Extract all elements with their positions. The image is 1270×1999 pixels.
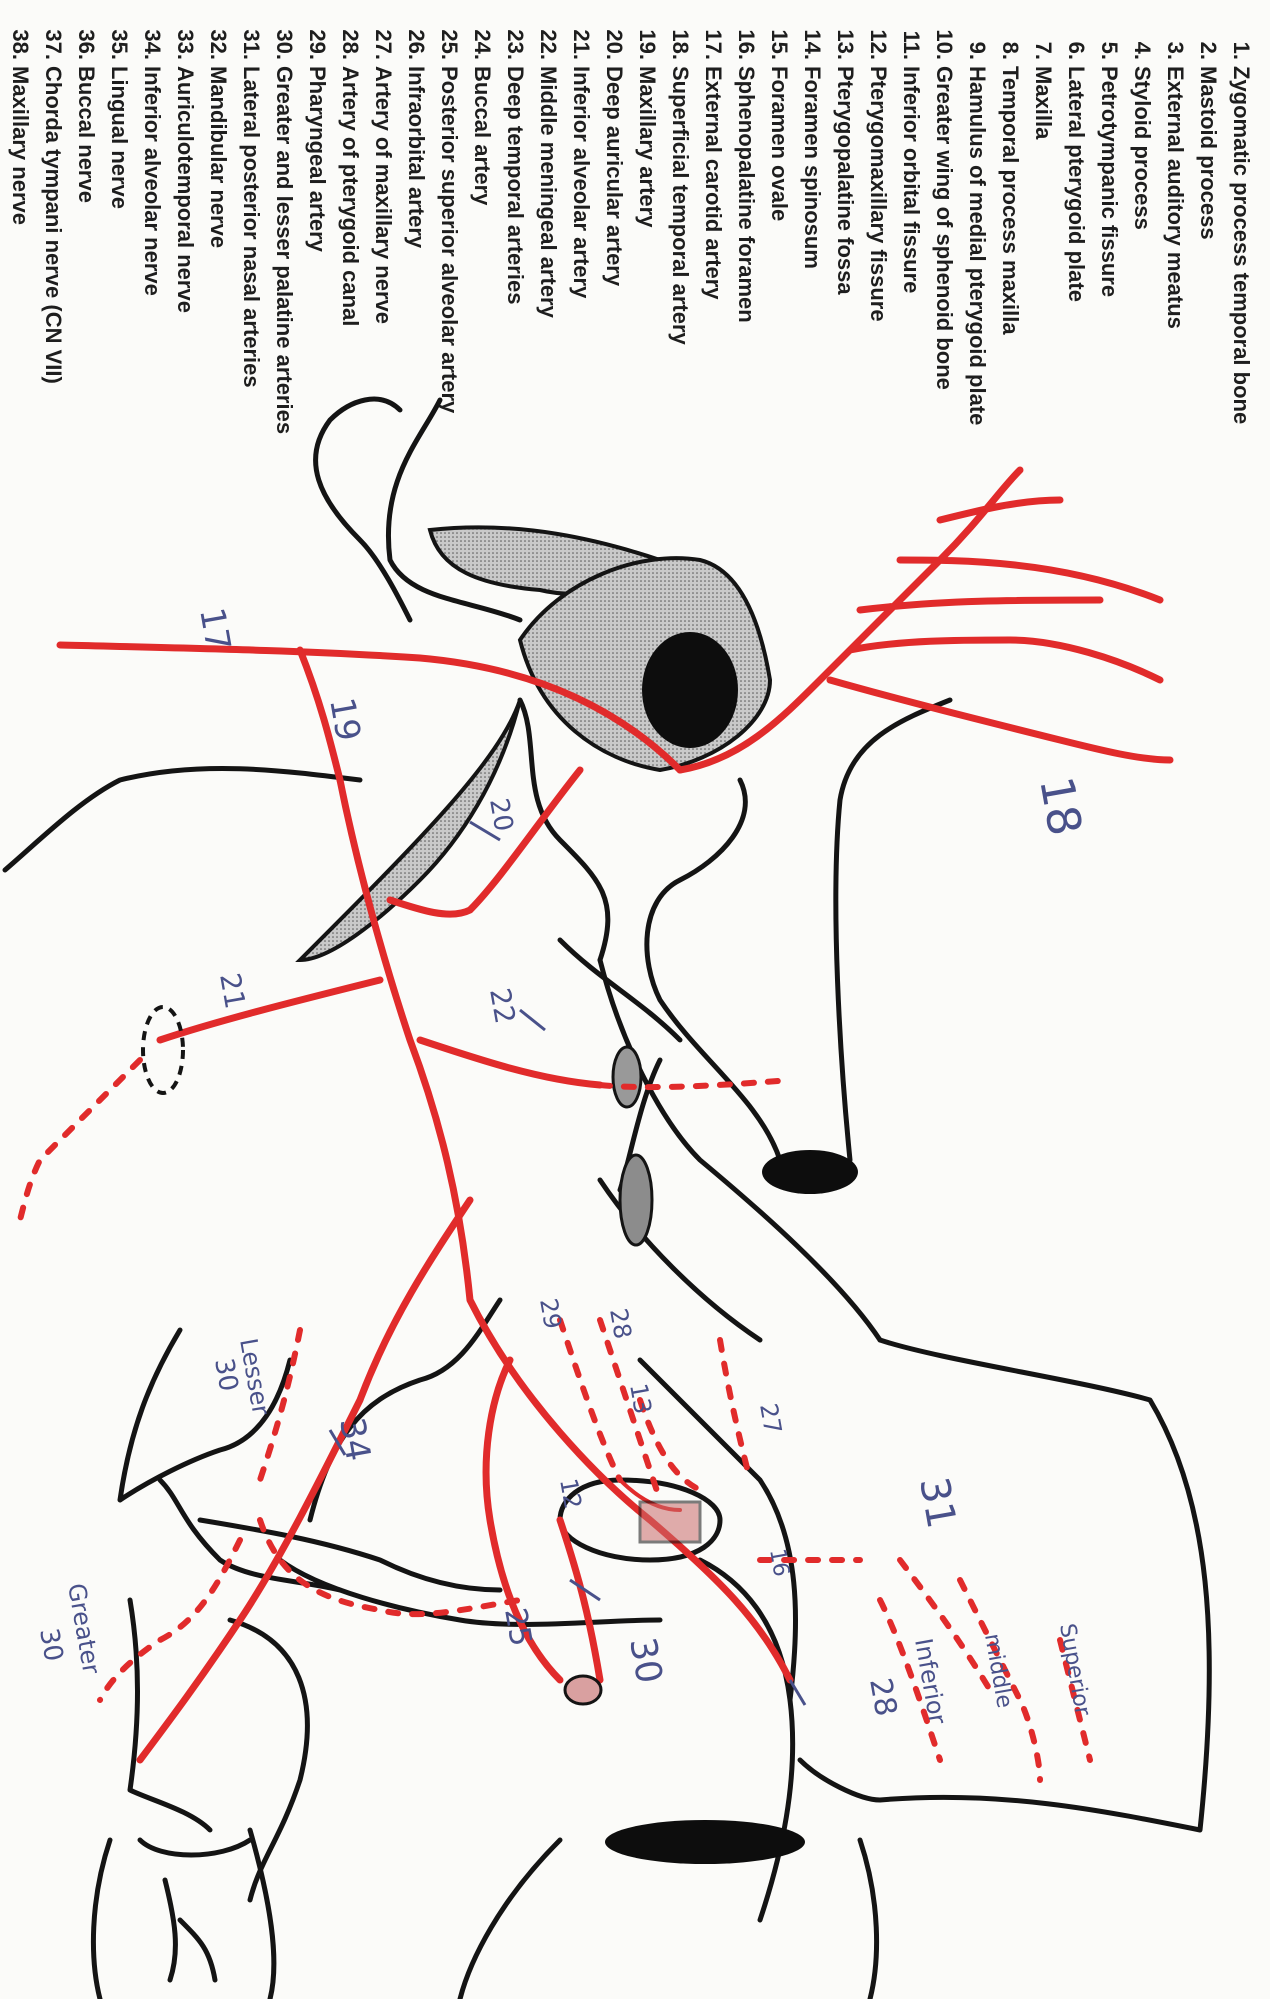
note-20: 20 <box>483 796 518 834</box>
note-19: 19 <box>321 695 368 745</box>
note-22: 22 <box>483 985 522 1026</box>
mandible-base <box>605 1820 805 1864</box>
note-18: 18 <box>1029 773 1092 840</box>
note-13: 13 <box>624 1381 657 1416</box>
note-29: 29 <box>534 1296 567 1331</box>
inferior-alveolar-artery <box>160 980 380 1040</box>
note-28b: 28 <box>862 1675 903 1719</box>
foramen-spinosum-shape <box>613 1047 641 1107</box>
note-greater-30: 30 <box>33 1626 68 1664</box>
note-greater: Greater <box>62 1581 105 1676</box>
note-middle: middle <box>979 1632 1017 1710</box>
note-34: 34 <box>331 1415 378 1465</box>
middle-meningeal-artery <box>420 1040 600 1085</box>
arrow-22 <box>520 1010 545 1030</box>
note-17: 17 <box>191 605 238 655</box>
external-auditory-meatus <box>642 632 738 748</box>
note-25: 25 <box>497 1605 538 1649</box>
handwritten-annotations: 17 19 18 20 21 22 29 28 13 27 12 30 25 1… <box>33 605 1095 1727</box>
note-30: 30 <box>621 1634 669 1686</box>
note-16: 16 <box>764 1547 793 1579</box>
note-27: 27 <box>754 1401 787 1436</box>
inferior-alveolar-dashed <box>20 1060 140 1220</box>
note-21: 21 <box>213 970 252 1011</box>
note-inferior: Inferior <box>909 1636 952 1726</box>
sphenopalatine-foramen-fill <box>640 1502 700 1542</box>
foramen-ovale-shape <box>762 1150 858 1194</box>
note-superior: Superior <box>1054 1622 1095 1719</box>
note-12: 12 <box>554 1476 587 1511</box>
dashed-loop <box>143 1007 183 1093</box>
superior-nasal-dashed <box>900 1560 990 1690</box>
infraorbital-foramen <box>565 1676 601 1704</box>
note-lesser-30: 30 <box>208 1356 243 1394</box>
oval-structure <box>620 1155 652 1245</box>
note-31: 31 <box>910 1474 964 1532</box>
note-28: 28 <box>604 1306 637 1341</box>
